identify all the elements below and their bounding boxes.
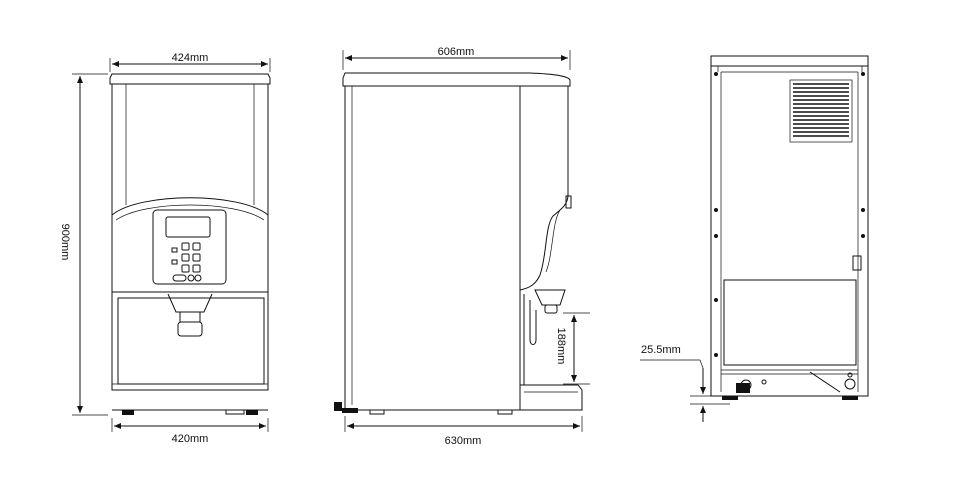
vent-grille bbox=[789, 79, 853, 143]
side-top-depth-label: 606mm bbox=[438, 46, 475, 58]
keypad bbox=[171, 242, 202, 282]
foot-height-label: 25.5mm bbox=[641, 344, 681, 356]
front-top-width-label: 424mm bbox=[172, 52, 209, 64]
front-view: 424mm 420mm 900mm bbox=[59, 52, 271, 445]
side-bottom-depth-label: 630mm bbox=[445, 435, 482, 447]
front-bottom-width-label: 420mm bbox=[172, 433, 209, 445]
height-label: 900mm bbox=[59, 224, 71, 261]
side-view: 606mm 630mm 188mm bbox=[334, 46, 590, 447]
cup-clearance-label: 188mm bbox=[555, 328, 567, 365]
rear-view: 25.5mm bbox=[640, 55, 869, 422]
